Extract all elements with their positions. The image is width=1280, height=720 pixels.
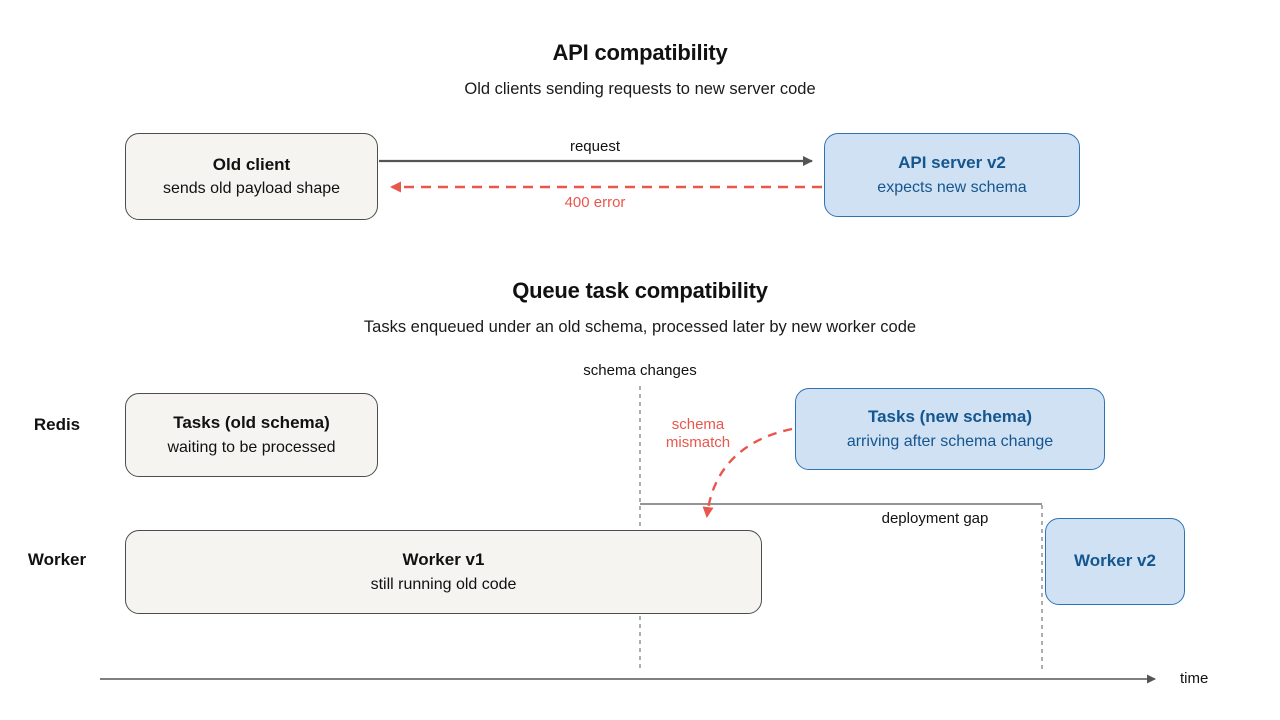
- worker-v1-subtitle: still running old code: [370, 575, 517, 593]
- queue-section-subtitle: Tasks enqueued under an old schema, proc…: [363, 318, 917, 336]
- api-section-subtitle: Old clients sending requests to new serv…: [464, 80, 816, 98]
- tasks-new-node: Tasks (new schema) arriving after schema…: [795, 388, 1105, 470]
- lane-label-worker: Worker: [27, 550, 87, 569]
- schema-changes-label: schema changes: [583, 362, 697, 379]
- api-server-subtitle: expects new schema: [877, 178, 1027, 196]
- schema-mismatch-label: schema mismatch: [665, 416, 731, 451]
- old-client-title: Old client: [212, 154, 291, 174]
- worker-v2-title: Worker v2: [1074, 551, 1156, 571]
- worker-v2-node: Worker v2: [1045, 518, 1185, 605]
- deployment-gap-label: deployment gap: [881, 510, 989, 527]
- tasks-new-subtitle: arriving after schema change: [846, 432, 1054, 450]
- api-server-node: API server v2 expects new schema: [824, 133, 1080, 217]
- old-client-node: Old client sends old payload shape: [125, 133, 378, 220]
- time-label: time: [1180, 670, 1209, 687]
- api-server-title: API server v2: [898, 153, 1006, 173]
- tasks-old-subtitle: waiting to be processed: [167, 438, 336, 456]
- request-arrow-label: request: [569, 138, 621, 155]
- old-client-subtitle: sends old payload shape: [162, 180, 341, 198]
- error-arrow-label: 400 error: [564, 194, 626, 211]
- tasks-new-title: Tasks (new schema): [867, 407, 1033, 427]
- queue-section-title: Queue task compatibility: [512, 278, 768, 303]
- tasks-old-title: Tasks (old schema): [173, 413, 330, 433]
- worker-v1-title: Worker v1: [402, 550, 485, 570]
- worker-v1-node: Worker v1 still running old code: [125, 530, 762, 614]
- tasks-old-node: Tasks (old schema) waiting to be process…: [125, 393, 378, 477]
- api-section-title: API compatibility: [552, 40, 728, 65]
- lane-label-redis: Redis: [33, 415, 81, 434]
